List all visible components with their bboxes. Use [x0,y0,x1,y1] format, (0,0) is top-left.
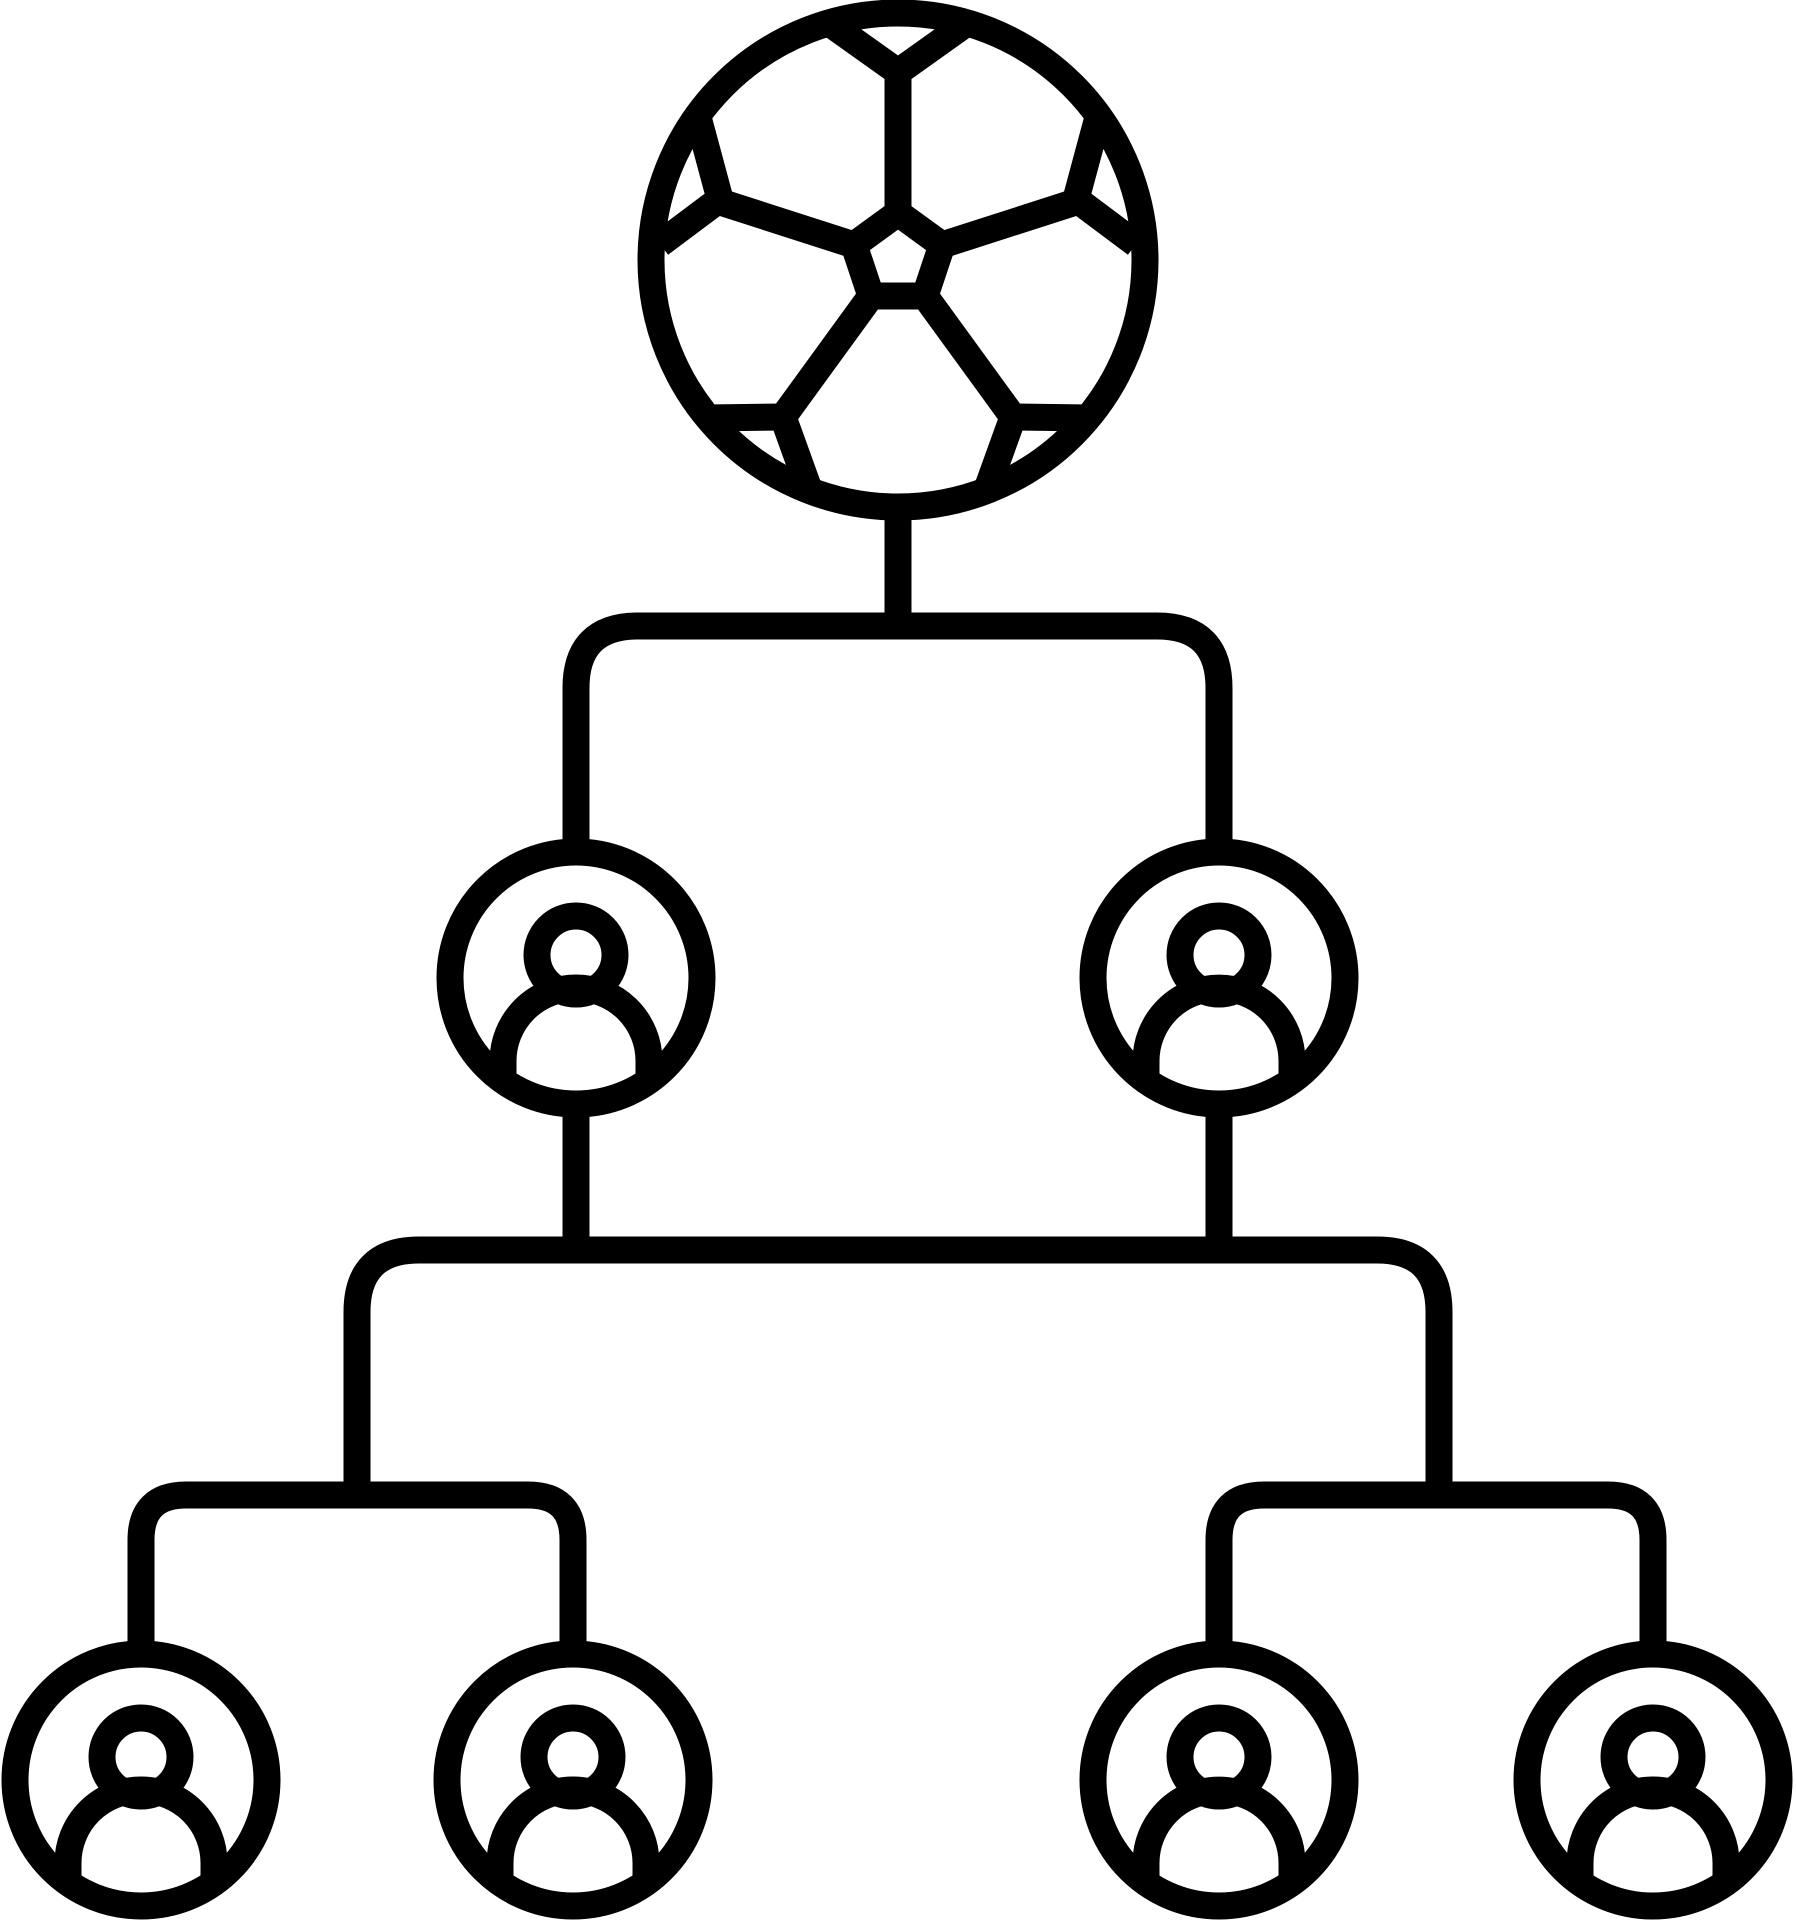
bracket-connectors [127,507,1667,1655]
person-icon [489,902,663,1083]
semifinal-player-node [436,838,716,1118]
quarterfinal-player-node [433,1640,713,1920]
connector-quarter-right [1205,1481,1667,1655]
person-icon [54,1704,228,1885]
soccer-ball-icon [637,0,1159,521]
ball-center-pentagon [838,196,958,310]
quarterfinal-player-node [1513,1640,1793,1920]
player-node-ring [1,1640,281,1920]
person-body [1132,974,1306,1083]
ball-patch-bottom-left [705,403,823,497]
connector-final [562,507,1233,845]
person-body [1132,1776,1306,1885]
player-node-ring [433,1640,713,1920]
player-node-ring [1079,838,1359,1118]
person-icon [486,1704,660,1885]
ball-seam [914,288,1024,425]
ball-patch-bottom-right [973,403,1091,497]
ball-patch-right [1060,117,1145,255]
person-body [486,1776,660,1885]
person-body [1566,1776,1740,1885]
person-icon [1132,902,1306,1083]
ball-seam [706,186,859,258]
person-body [489,974,663,1083]
ball-seam [937,186,1090,258]
person-icon [1566,1704,1740,1885]
connector-quarter-left [127,1481,587,1655]
semifinal-player-node [1079,838,1359,1118]
ball-patch-top [824,14,972,89]
connector-semifinal [343,1112,1453,1495]
player-nodes [1,838,1793,1920]
quarterfinal-player-node [1,1640,281,1920]
player-node-ring [1513,1640,1793,1920]
person-icon [1132,1704,1306,1885]
ball-seam [772,288,882,425]
player-node-ring [1079,1640,1359,1920]
quarterfinal-player-node [1079,1640,1359,1920]
ball-patch-left [651,117,736,255]
person-body [54,1776,228,1885]
player-node-ring [436,838,716,1118]
